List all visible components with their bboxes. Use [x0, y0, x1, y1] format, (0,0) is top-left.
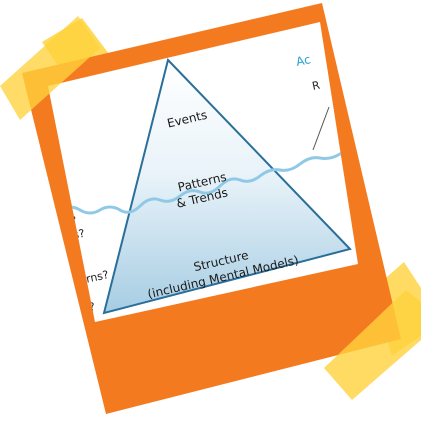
- clipped-subheading-text: R: [311, 79, 322, 93]
- tape-bottom-right: [324, 290, 421, 400]
- tape-top-left: [0, 16, 100, 120]
- clipped-heading-text: Ac: [295, 52, 312, 69]
- water-line: [48, 148, 358, 215]
- left-question-5: ?: [88, 300, 97, 314]
- leader-line: [312, 106, 330, 151]
- iceberg-triangle: [102, 58, 352, 315]
